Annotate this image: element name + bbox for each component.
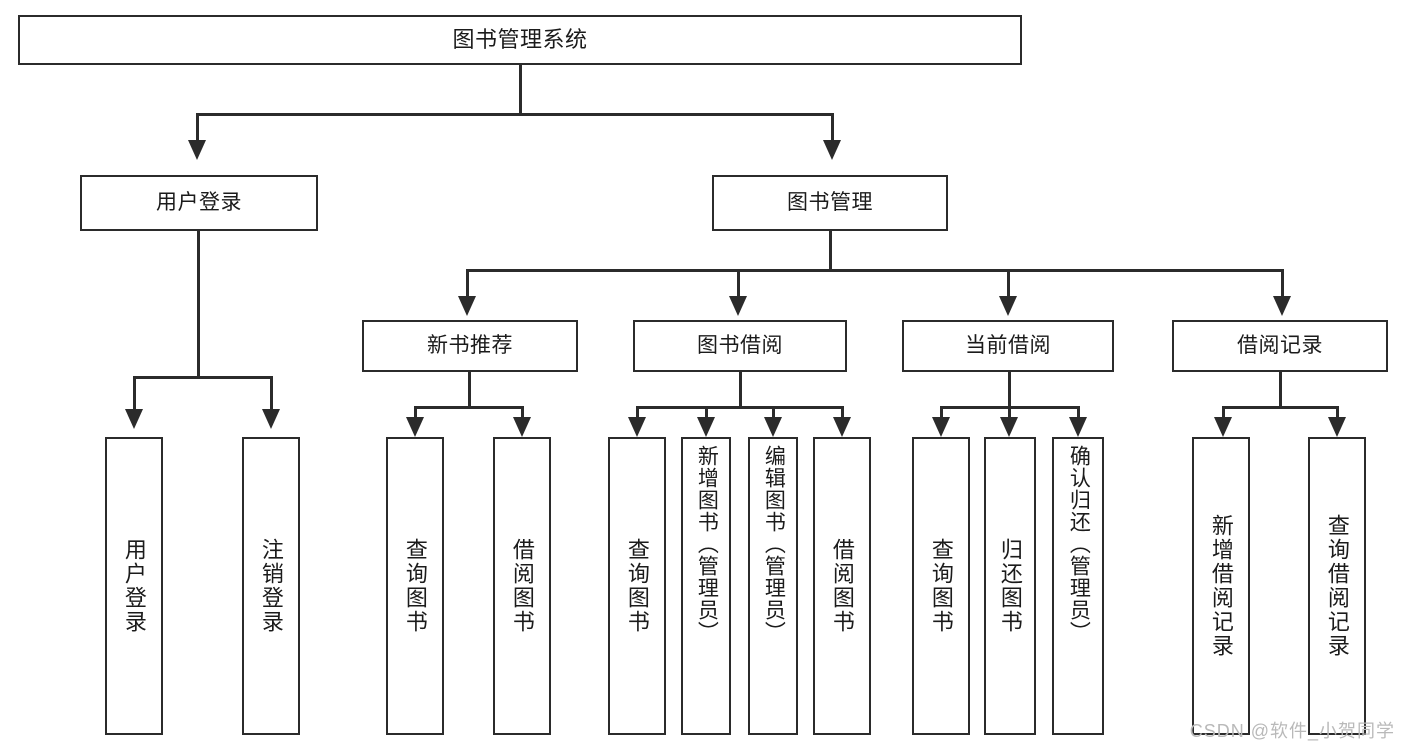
node-book-management[interactable]: 图书管理 xyxy=(712,175,948,231)
connector-book-borrow-drop-1 xyxy=(636,406,639,420)
connector-borrow-record-stem xyxy=(1279,372,1282,408)
node-label: 用户登录 xyxy=(121,538,147,634)
arrow-to-leaf-query-record xyxy=(1328,417,1346,437)
node-borrow-record[interactable]: 借阅记录 xyxy=(1172,320,1388,372)
connector-book-management-stem xyxy=(829,231,832,271)
connector-user-login-drop-1 xyxy=(133,376,136,412)
connector-user-login-bus xyxy=(133,376,273,379)
connector-borrow-record-bus xyxy=(1222,406,1339,409)
connector-new-book-drop-2 xyxy=(521,406,524,420)
node-label: 图书借阅 xyxy=(697,333,783,357)
connector-new-book-stem xyxy=(468,372,471,408)
connector-book-borrow-drop-2 xyxy=(705,406,708,420)
node-label: 确认归还（管理员） xyxy=(1067,445,1091,643)
arrow-to-leaf-edit-book xyxy=(764,417,782,437)
node-label: 编辑图书（管理员） xyxy=(762,445,786,643)
leaf-borrow-book-new[interactable]: 借阅图书 xyxy=(493,437,551,735)
connector-book-borrow-drop-4 xyxy=(841,406,844,420)
connector-user-login-drop-2 xyxy=(270,376,273,412)
connector-new-book-bus xyxy=(414,406,524,409)
connector-level1-drop-left xyxy=(196,113,199,143)
connector-book-borrow-stem xyxy=(739,372,742,408)
node-user-login[interactable]: 用户登录 xyxy=(80,175,318,231)
node-label: 查询图书 xyxy=(624,538,650,634)
node-label: 查询图书 xyxy=(402,538,428,634)
connector-current-borrow-drop-3 xyxy=(1077,406,1080,420)
connector-level1-drop-right xyxy=(831,113,834,143)
connector-book-borrow-bus xyxy=(636,406,844,409)
leaf-query-book-new[interactable]: 查询图书 xyxy=(386,437,444,735)
node-label: 用户登录 xyxy=(156,190,242,214)
leaf-query-book-current[interactable]: 查询图书 xyxy=(912,437,970,735)
leaf-add-borrow-record[interactable]: 新增借阅记录 xyxy=(1192,437,1250,735)
arrow-to-leaf-logout xyxy=(262,409,280,429)
node-label: 借阅图书 xyxy=(509,538,535,634)
connector-current-borrow-drop-2 xyxy=(1008,406,1011,420)
connector-current-borrow-drop-1 xyxy=(940,406,943,420)
leaf-user-login[interactable]: 用户登录 xyxy=(105,437,163,735)
node-label: 查询图书 xyxy=(928,538,954,634)
leaf-edit-book-admin[interactable]: 编辑图书（管理员） xyxy=(748,437,798,735)
node-label: 新书推荐 xyxy=(427,333,513,357)
arrow-to-borrow-record xyxy=(1273,296,1291,316)
arrow-to-user-login xyxy=(188,140,206,160)
node-book-borrow[interactable]: 图书借阅 xyxy=(633,320,847,372)
connector-current-borrow-stem xyxy=(1008,372,1011,408)
node-label: 新增图书（管理员） xyxy=(695,445,719,643)
connector-borrow-record-drop-1 xyxy=(1222,406,1225,420)
node-label: 注销登录 xyxy=(258,538,284,634)
arrow-to-leaf-borrow-book-2 xyxy=(833,417,851,437)
arrow-to-book-borrow xyxy=(729,296,747,316)
node-book-management-system[interactable]: 图书管理系统 xyxy=(18,15,1022,65)
leaf-query-borrow-record[interactable]: 查询借阅记录 xyxy=(1308,437,1366,735)
connector-book-borrow-drop-3 xyxy=(772,406,775,420)
arrow-to-leaf-user-login xyxy=(125,409,143,429)
leaf-add-book-admin[interactable]: 新增图书（管理员） xyxy=(681,437,731,735)
connector-new-book-drop-1 xyxy=(414,406,417,420)
node-label: 归还图书 xyxy=(997,538,1023,634)
node-new-book-recommend[interactable]: 新书推荐 xyxy=(362,320,578,372)
leaf-borrow-book-borrow[interactable]: 借阅图书 xyxy=(813,437,871,735)
leaf-logout[interactable]: 注销登录 xyxy=(242,437,300,735)
connector-level2-drop-4 xyxy=(1281,269,1284,299)
node-label: 当前借阅 xyxy=(965,333,1051,357)
node-label: 借阅记录 xyxy=(1237,333,1323,357)
node-current-borrow[interactable]: 当前借阅 xyxy=(902,320,1114,372)
node-label: 借阅图书 xyxy=(829,538,855,634)
arrow-to-leaf-add-record xyxy=(1214,417,1232,437)
arrow-to-leaf-borrow-book-1 xyxy=(513,417,531,437)
arrow-to-book-management xyxy=(823,140,841,160)
node-label: 查询借阅记录 xyxy=(1324,514,1350,658)
arrow-to-leaf-query-book-1 xyxy=(406,417,424,437)
leaf-confirm-return-admin[interactable]: 确认归还（管理员） xyxy=(1052,437,1104,735)
arrow-to-leaf-return-book xyxy=(1000,417,1018,437)
arrow-to-leaf-query-book-2 xyxy=(628,417,646,437)
connector-level2-drop-1 xyxy=(466,269,469,299)
arrow-to-leaf-query-book-3 xyxy=(932,417,950,437)
arrow-to-leaf-confirm-return xyxy=(1069,417,1087,437)
leaf-query-book-borrow[interactable]: 查询图书 xyxy=(608,437,666,735)
node-label: 图书管理 xyxy=(787,190,873,214)
connector-root-stem xyxy=(519,65,522,115)
arrow-to-new-book-recommend xyxy=(458,296,476,316)
node-label: 图书管理系统 xyxy=(452,26,588,52)
node-label: 新增借阅记录 xyxy=(1208,514,1234,658)
connector-level2-drop-2 xyxy=(737,269,740,299)
csdn-watermark: CSDN @软件_小贺同学 xyxy=(1189,721,1395,741)
arrow-to-current-borrow xyxy=(999,296,1017,316)
connector-borrow-record-drop-2 xyxy=(1336,406,1339,420)
connector-user-login-stem xyxy=(197,231,200,378)
connector-level1-bus xyxy=(196,113,833,116)
arrow-to-leaf-add-book xyxy=(697,417,715,437)
connector-level2-bus xyxy=(466,269,1284,272)
connector-level2-drop-3 xyxy=(1007,269,1010,299)
leaf-return-book[interactable]: 归还图书 xyxy=(984,437,1036,735)
